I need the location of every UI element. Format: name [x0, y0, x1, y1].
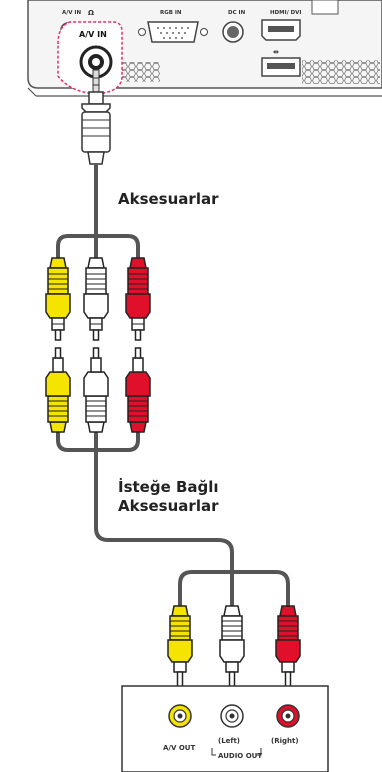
- port-label-rgb-in: RGB IN: [160, 10, 182, 16]
- audio-out-label: AUDIO OUT: [218, 752, 262, 760]
- rca-plug-upper-red: [125, 257, 151, 341]
- port-label-dc-in: DC IN: [228, 10, 246, 16]
- left-label: (Left): [218, 737, 240, 745]
- vent-grille-right: [302, 60, 380, 84]
- rca-plug-upper-white: [83, 257, 109, 341]
- rca-plug-device-white: [219, 605, 245, 707]
- vent-grille-left: [118, 62, 160, 82]
- av-source-device: A/V OUT (Left) (Right) AUDIO OUT: [121, 685, 329, 772]
- av-out-jack-yellow: [168, 704, 192, 728]
- rca-plug-lower-white: [83, 347, 109, 433]
- usb-port: [261, 57, 301, 77]
- rca-plug-lower-yellow: [45, 347, 71, 433]
- rca-plug-device-yellow: [167, 605, 193, 707]
- dc-in-port: [222, 21, 244, 43]
- rca-plug-upper-yellow: [45, 257, 71, 341]
- av-out-label: A/V OUT: [163, 744, 195, 752]
- port-label-usb: ⇹: [273, 48, 279, 56]
- accessories-label: Aksesuarlar: [118, 190, 219, 208]
- optional-accessories-label-line2: Aksesuarlar: [118, 497, 219, 515]
- rca-plug-lower-red: [125, 347, 151, 433]
- av-in-callout: A/V IN: [57, 21, 123, 95]
- port-label-av-in: A/V IN: [62, 10, 81, 16]
- optional-accessories-label-line1: İsteğe Bağlı: [118, 477, 219, 496]
- projector-back-panel: A/V IN Ω RGB IN DC IN HDMI/ DVI ⇹: [27, 0, 382, 97]
- port-label-headphone: Ω: [88, 9, 94, 17]
- port-label-hdmi-dvi: HDMI/ DVI: [270, 10, 301, 16]
- audio-out-left-jack-white: [220, 704, 244, 728]
- audio-out-bracket: [211, 748, 262, 756]
- rgb-in-port: [138, 21, 208, 43]
- right-label: (Right): [271, 737, 299, 745]
- audio-out-right-jack-red: [276, 704, 300, 728]
- mini-jack-plug: [81, 69, 111, 165]
- av-in-callout-label: A/V IN: [79, 30, 107, 39]
- cable-lines: [56, 164, 290, 606]
- hdmi-port: [261, 19, 301, 41]
